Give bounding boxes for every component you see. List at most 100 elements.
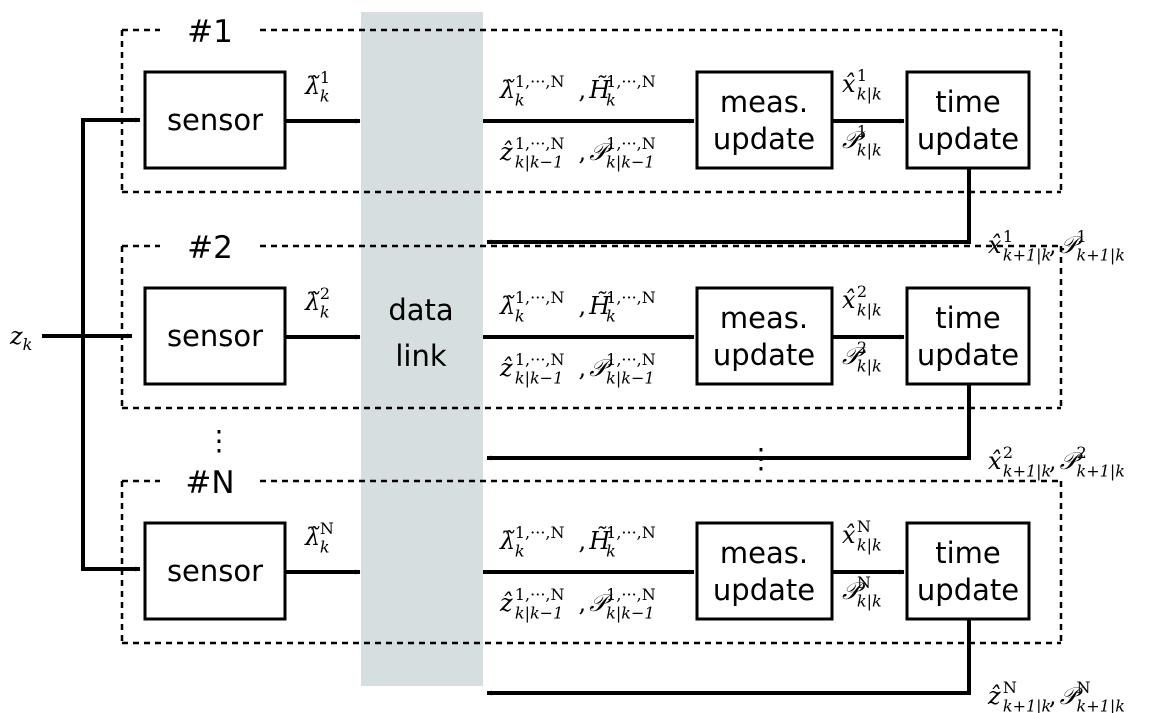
- link-output-top-label-separator: ,: [578, 527, 586, 555]
- link-output-bottom-label-subscript: k|k−1: [515, 604, 563, 623]
- feedback-label-subscript: k+1|k: [1003, 246, 1051, 265]
- feedback-label-superscript: 1: [1003, 227, 1013, 246]
- link-output-bottom-label-superscript-b: 1,···,N: [606, 134, 656, 153]
- link-output-top-label-superscript-b: 1,···,N: [606, 523, 656, 542]
- sensor-output-label-superscript: 1: [320, 68, 330, 87]
- data-link-band: [361, 12, 483, 686]
- feedback-label-superscript-b: 2: [1077, 443, 1087, 462]
- sensor-label: sensor: [167, 554, 263, 588]
- meas-update-label-line1: meas.: [720, 536, 808, 570]
- time-update-label-line1: time: [935, 301, 1001, 335]
- feedback-label-symbol: ẑ: [987, 682, 1001, 710]
- meas-output-top-label-superscript: N: [857, 517, 871, 536]
- node-title: #2: [187, 230, 233, 266]
- link-output-top-label-subscript-b: k: [606, 307, 616, 326]
- link-output-bottom-label-superscript-b: 1,···,N: [606, 350, 656, 369]
- feedback-label-separator: ,: [1049, 447, 1057, 475]
- link-output-top-label-symbol-b: H̃: [588, 76, 611, 104]
- time-update-label-line2: update: [917, 122, 1019, 156]
- link-output-bottom-label-subscript: k|k−1: [515, 369, 563, 388]
- link-output-top-label-symbol-b: H̃: [588, 292, 611, 320]
- feedback-label-superscript: N: [1003, 678, 1017, 697]
- link-output-bottom-label-superscript: 1,···,N: [515, 585, 565, 604]
- meas-update-label-line2: update: [713, 573, 815, 607]
- link-output-bottom-label-subscript-b: k|k−1: [606, 604, 654, 623]
- link-output-bottom-label-superscript: 1,···,N: [515, 134, 565, 153]
- meas-update-label-line1: meas.: [720, 301, 808, 335]
- feedback-label-subscript-b: k+1|k: [1077, 462, 1125, 481]
- time-update-label-line1: time: [935, 536, 1001, 570]
- feedback-label-subscript-b: k+1|k: [1077, 246, 1125, 265]
- input-label: zk: [9, 322, 32, 354]
- feedback-label-separator: ,: [1049, 682, 1057, 710]
- data-link-label-line1: data: [388, 293, 453, 327]
- sensor-output-label-subscript: k: [320, 303, 330, 322]
- meas-output-top-label-symbol: x̂: [842, 286, 856, 314]
- link-output-bottom-label-symbol: ẑ: [499, 138, 513, 166]
- meas-update-label-line2: update: [713, 122, 815, 156]
- meas-output-top-label-superscript: 2: [857, 282, 867, 301]
- feedback-label-subscript: k+1|k: [1003, 462, 1051, 481]
- link-output-bottom-label-separator: ,: [578, 589, 586, 617]
- feedback-label-symbol: x̂: [988, 447, 1002, 475]
- link-output-top-label-symbol: λ̃: [499, 76, 515, 104]
- link-output-top-label-superscript: 1,···,N: [515, 523, 565, 542]
- meas-output-bottom-label-subscript: k|k: [857, 141, 882, 160]
- feedback-label-superscript-b: N: [1077, 678, 1091, 697]
- link-output-bottom-label-symbol: ẑ: [499, 354, 513, 382]
- sensor-label: sensor: [167, 103, 263, 137]
- meas-output-top-label-symbol: x̂: [842, 70, 856, 98]
- meas-update-box: [695, 521, 834, 621]
- link-output-top-label-superscript-b: 1,···,N: [606, 72, 656, 91]
- meas-output-top-label-subscript: k|k: [857, 536, 882, 555]
- link-output-bottom-label-separator: ,: [578, 138, 586, 166]
- feedback-label-subscript-b: k+1|k: [1077, 697, 1125, 713]
- link-output-top-label-subscript: k: [515, 542, 525, 561]
- sensor-output-label-subscript: k: [320, 87, 330, 106]
- link-output-top-label-separator: ,: [578, 292, 586, 320]
- feedback-label-subscript: k+1|k: [1003, 697, 1051, 713]
- link-output-bottom-label-superscript-b: 1,···,N: [606, 585, 656, 604]
- link-output-top-label-subscript-b: k: [606, 91, 616, 110]
- sensor-output-label-superscript: N: [320, 519, 334, 538]
- feedback-label-superscript-b: 1: [1077, 227, 1087, 246]
- link-output-top-label-subscript-b: k: [606, 542, 616, 561]
- link-output-top-label-symbol: λ̃: [499, 527, 515, 555]
- link-output-top-label-subscript: k: [515, 307, 525, 326]
- link-output-bottom-label-superscript: 1,···,N: [515, 350, 565, 369]
- link-output-top-label-symbol-b: H̃: [588, 527, 611, 555]
- link-output-bottom-label-subscript-b: k|k−1: [606, 369, 654, 388]
- sensor-label: sensor: [167, 319, 263, 353]
- meas-update-box: [695, 70, 834, 170]
- meas-output-top-label-symbol: x̂: [842, 521, 856, 549]
- meas-update-label-line1: meas.: [720, 85, 808, 119]
- link-output-bottom-label-separator: ,: [578, 354, 586, 382]
- meas-update-box: [695, 286, 834, 386]
- meas-output-top-label-subscript: k|k: [857, 85, 882, 104]
- sensor-box: [143, 70, 287, 170]
